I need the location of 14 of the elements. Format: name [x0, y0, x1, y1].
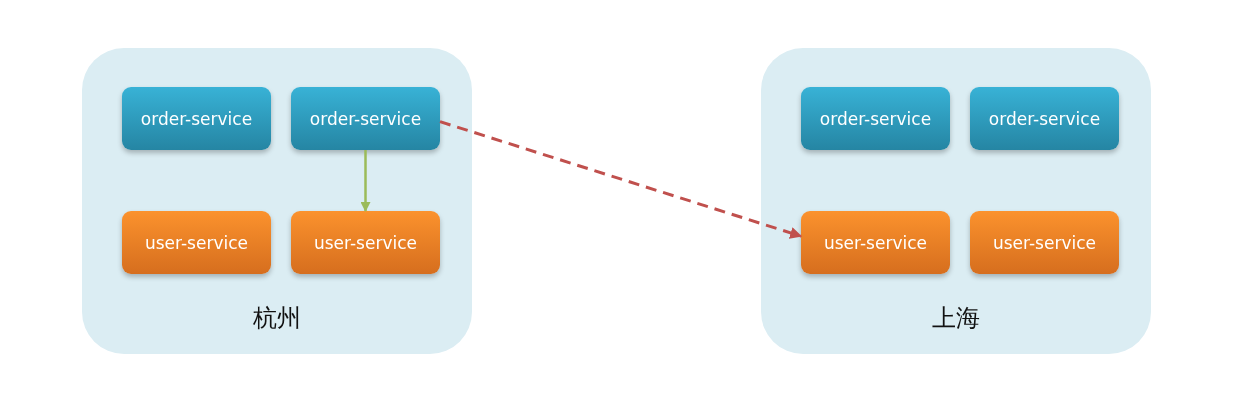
service-box: user-service: [801, 211, 950, 274]
service-box: user-service: [970, 211, 1119, 274]
region-panel: [82, 48, 472, 354]
region-label: 上海: [932, 303, 980, 334]
service-box: user-service: [122, 211, 271, 274]
service-box: order-service: [291, 87, 440, 150]
arrow: [439, 120, 803, 239]
service-box: order-service: [801, 87, 950, 150]
region-panel: [761, 48, 1151, 354]
service-box: order-service: [122, 87, 271, 150]
service-box: order-service: [970, 87, 1119, 150]
region-label: 杭州: [253, 303, 301, 334]
service-box: user-service: [291, 211, 440, 274]
arrow: [360, 150, 371, 212]
